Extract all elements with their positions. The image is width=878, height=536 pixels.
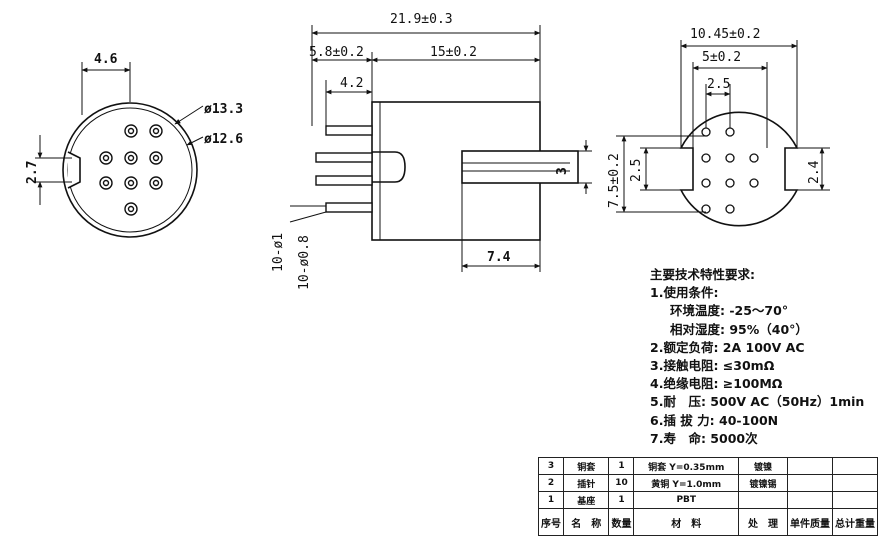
technical-requirements: 主要技术特性要求: 1.使用条件: 环境温度: -25～70° 相对湿度: 95… [650,266,864,448]
side-dim-pin1: 10-ø1 [271,233,286,272]
bom-header-material: 材 料 [633,508,740,536]
bom-header-qty: 数量 [608,508,635,536]
front-dim-left: 2.7 [25,161,40,184]
spec-line-3: 3.接触电阻: ≤30mΩ [650,358,775,374]
bom-row: 2 插针 10 黄铜 Y=1.0mm 镀镍锡 [538,474,878,492]
spec-line-1b: 相对湿度: 95%（40°） [670,321,808,337]
side-dim-overall: 21.9±0.3 [390,12,453,27]
bom-cell: 2 [538,474,564,492]
bom-cell [786,491,833,509]
bom-cell: 铜套 [562,457,610,475]
spec-line-7: 7.寿 命: 5000次 [650,430,758,446]
side-pins [315,125,373,213]
side-dim-c: 4.2 [340,76,363,91]
bom-header-no: 序号 [538,508,564,536]
bom-header-row: 序号 名 称 数量 材 料 处 理 单件质量 总计重量 [538,508,878,536]
side-key-loop [372,151,406,183]
side-shell-tail [461,150,579,184]
bom-cell: 镀镍锡 [738,474,788,492]
side-dim-tail: 7.4 [487,250,511,265]
front-dim-top: 4.6 [94,52,118,67]
rear-dim-pitch: 2.5 [707,77,730,92]
bom-cell: 镀镍 [738,457,788,475]
front-dim-od: ø13.3 [204,102,243,117]
rear-dim-width: 10.45±0.2 [690,27,760,42]
bom-cell: 1 [608,457,635,475]
bill-of-materials: 3 铜套 1 铜套 Y=0.35mm 镀镍 2 插针 10 黄铜 Y=1.0mm… [538,457,878,536]
spec-line-5: 5.耐 压: 500V AC（50Hz）1min [650,394,865,410]
rear-dim-left: 2.5 [629,159,644,182]
spec-title: 主要技术特性要求: [650,267,755,282]
bom-cell: 基座 [562,491,610,509]
side-dim-a: 5.8±0.2 [309,45,364,60]
spec-line-4: 4.绝缘电阻: ≥100MΩ [650,376,783,392]
bom-header-total-weight: 总计重量 [831,508,878,536]
bom-row: 3 铜套 1 铜套 Y=0.35mm 镀镍 [538,457,878,475]
spec-line-1: 1.使用条件: [650,285,719,301]
bom-row: 1 基座 1 PBT [538,491,878,509]
bom-cell [786,457,833,475]
bom-cell [831,457,878,475]
side-dim-b: 15±0.2 [430,45,477,60]
front-inner-circle [67,107,193,233]
rear-dim-height: 7.5±0.2 [607,153,622,208]
bom-cell [831,491,878,509]
bom-cell: 1 [608,491,635,509]
bom-cell [738,491,788,509]
spec-line-6: 6.插 拔 力: 40-100N [650,412,779,428]
bom-cell: 黄铜 Y=1.0mm [633,474,740,492]
bom-cell: PBT [633,491,740,509]
bom-header-name: 名 称 [562,508,610,536]
bom-header-unit-weight: 单件质量 [786,508,833,536]
spec-line-1a: 环境温度: -25～70° [670,303,789,319]
bom-header-process: 处 理 [738,508,788,536]
side-dim-slot: 3 [555,167,570,175]
bom-cell: 插针 [562,474,610,492]
bom-cell: 1 [538,491,564,509]
front-key-notch [67,151,81,189]
front-pins [99,124,163,216]
front-outer-circle [62,102,198,238]
side-view [289,25,592,272]
bom-cell [786,474,833,492]
bom-cell: 10 [608,474,635,492]
bom-cell: 3 [538,457,564,475]
rear-view [616,40,830,227]
front-view [35,62,204,238]
rear-outline [679,111,799,227]
front-dim-id: ø12.6 [204,132,243,147]
spec-line-2: 2.额定负荷: 2A 100V AC [650,339,805,355]
side-dim-pin2: 10-ø0.8 [297,235,312,290]
rear-dim-mid: 5±0.2 [702,50,741,65]
rear-dim-right: 2.4 [807,160,822,184]
bom-cell: 铜套 Y=0.35mm [633,457,740,475]
bom-cell [831,474,878,492]
